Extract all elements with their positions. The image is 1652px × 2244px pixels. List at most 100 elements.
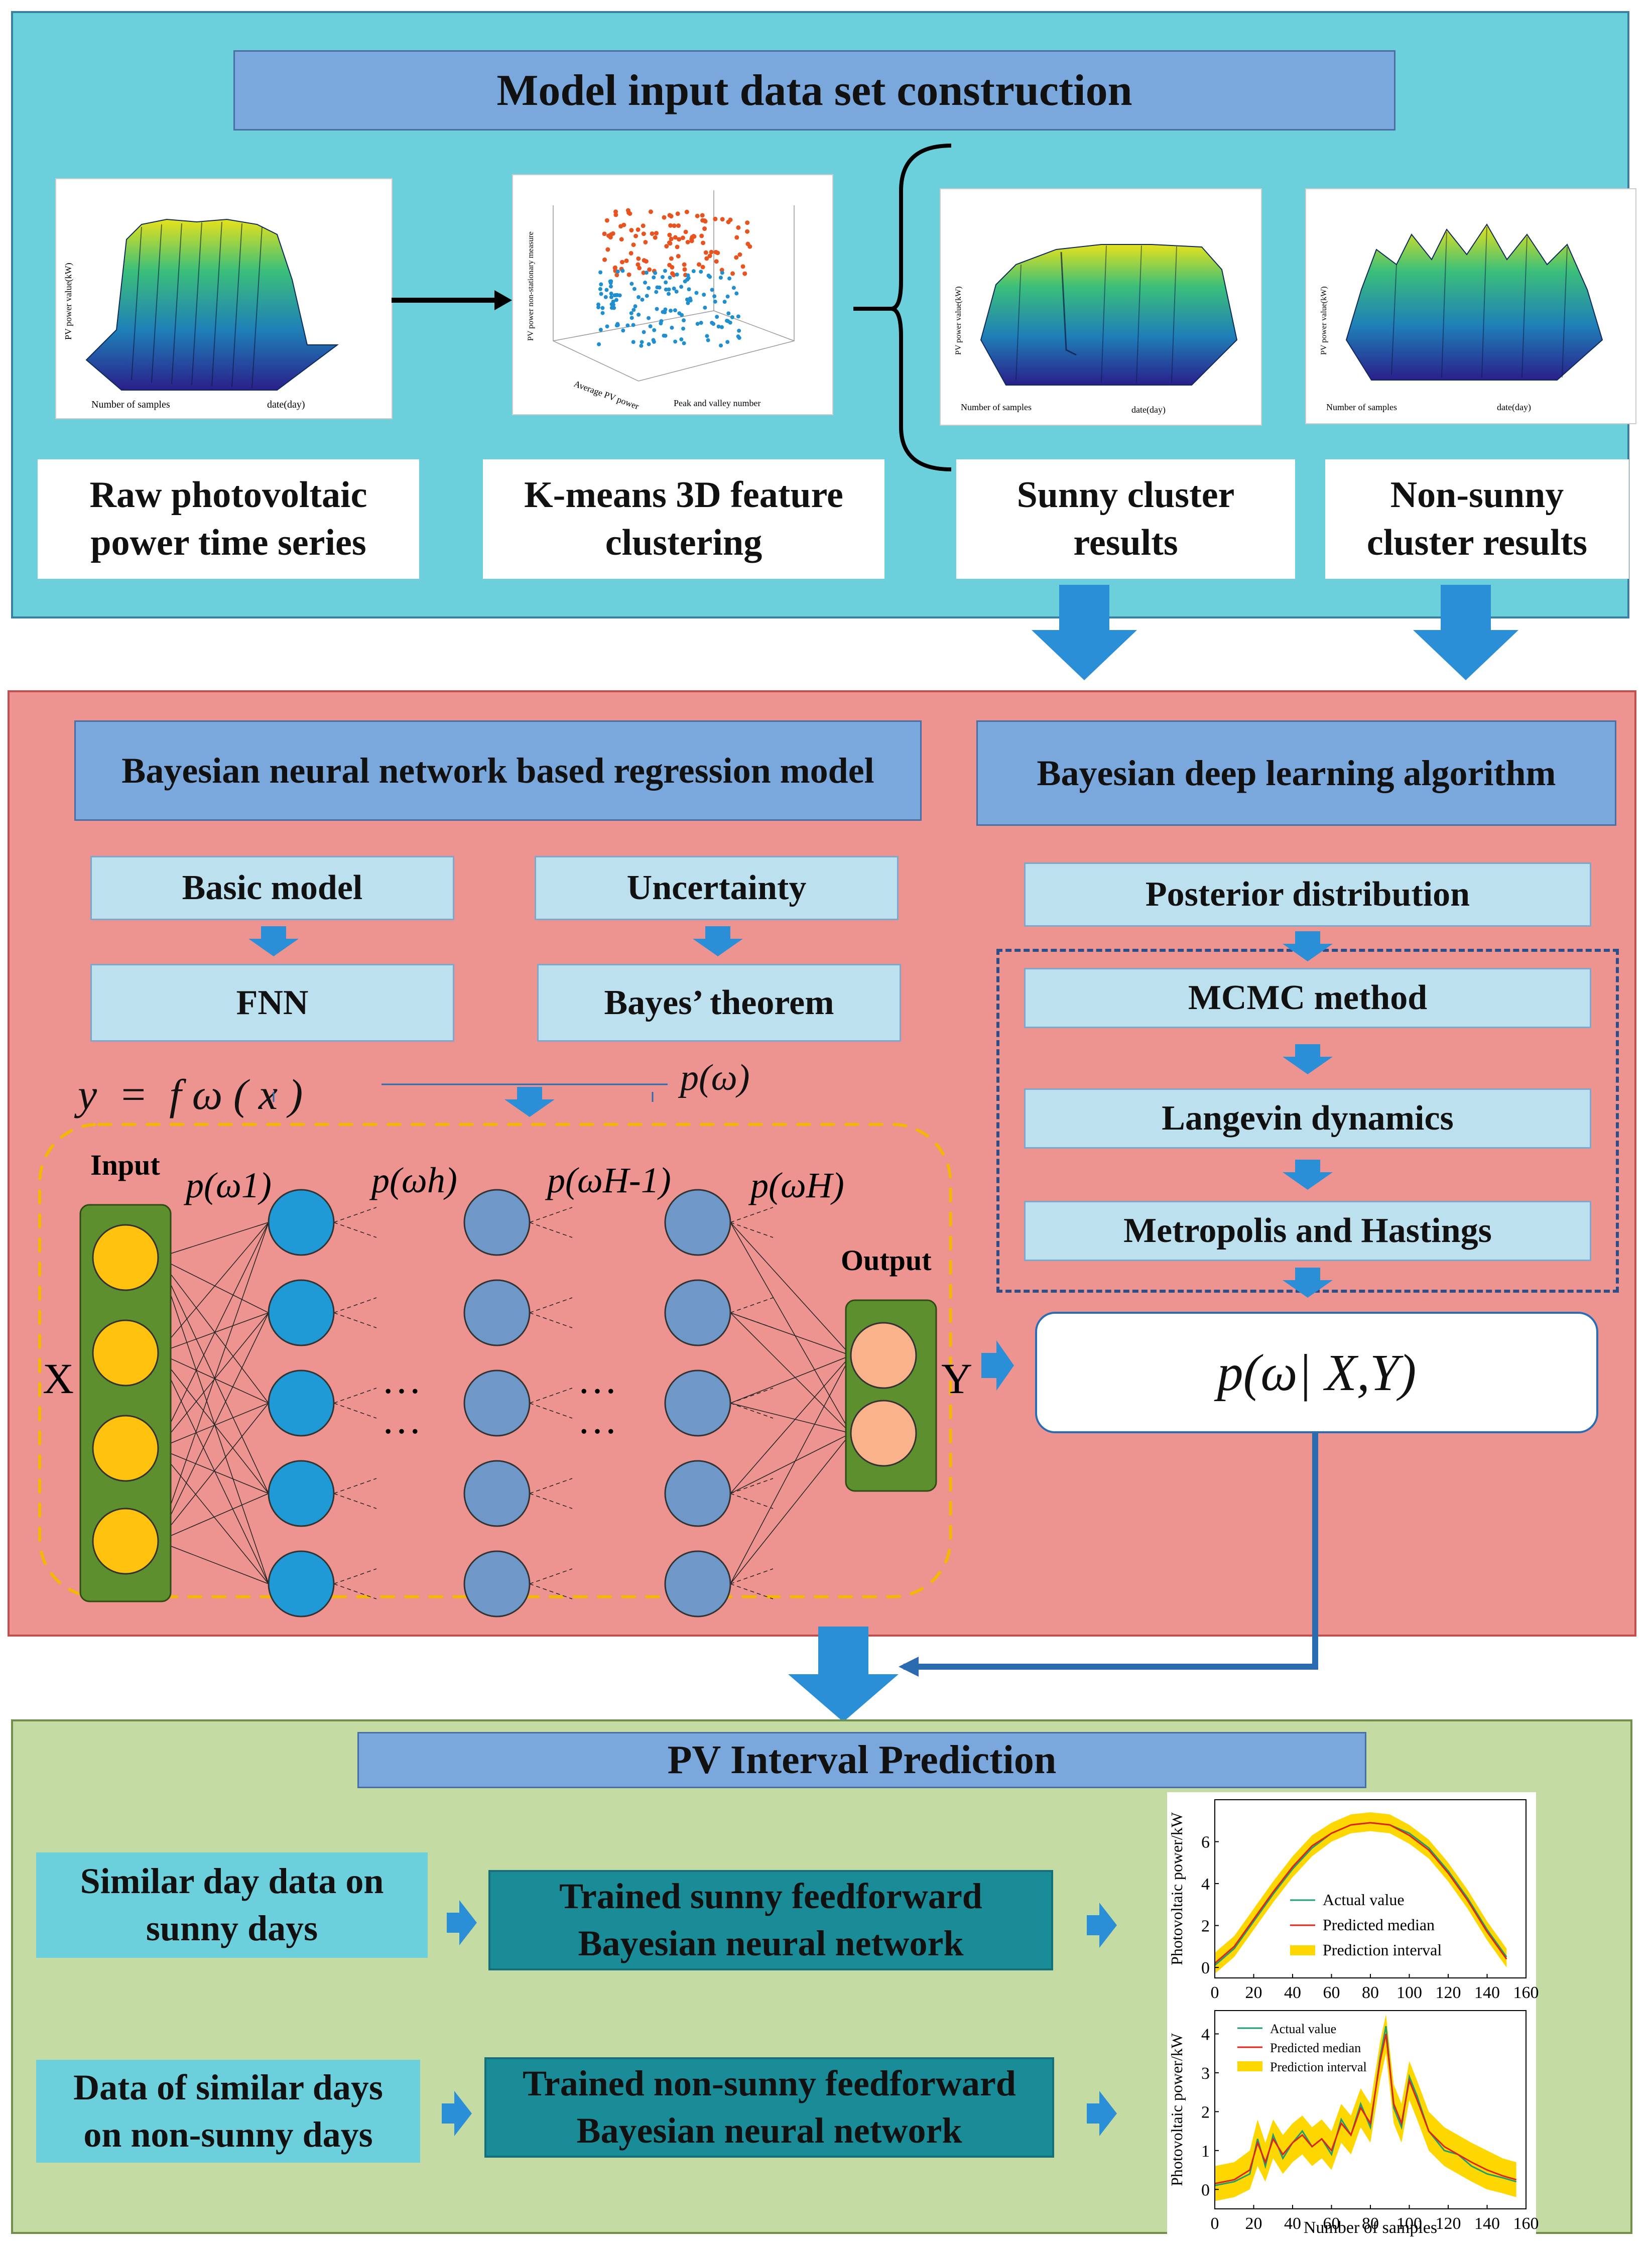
scatter-point-orange [650,231,655,236]
hidden-node-h [463,1460,531,1527]
scatter-point-blue [655,307,659,311]
bnn-title: Bayesian neural network based regression… [74,720,922,821]
hidden-node-H [664,1550,731,1617]
network-edges [158,1207,851,1599]
scatter-point-blue [605,324,609,329]
interval-prediction-title: PV Interval Prediction [357,1732,1366,1788]
edge [158,1448,269,1494]
hidden-node-h [463,1279,531,1346]
edge [730,1433,851,1494]
x-tick-label: 0 [1211,2214,1219,2233]
scatter-point-orange [734,255,739,260]
scatter-point-blue [604,288,609,292]
scatter-point-orange [720,217,725,222]
scatter-point-blue [688,298,693,303]
scatter-point-blue [708,275,712,279]
scatter-point-blue [673,339,678,344]
hidden-node-h [463,1550,531,1617]
edge [158,1493,269,1542]
sunny-model-box: Trained sunny feedforward Bayesian neura… [488,1870,1053,1970]
scatter-point-orange [675,244,680,250]
edge [730,1222,851,1356]
scatter-point-blue [706,338,710,342]
scatter-point-blue [725,340,730,344]
scatter-point-blue [667,287,671,292]
scatter-point-orange [606,233,611,238]
basic-to-fnn-arrow [248,926,299,956]
scatter-point-orange [702,226,707,231]
raw-xlabel: Number of samples [91,399,170,410]
scatter-point-orange [707,254,712,259]
edge-dashed [730,1312,774,1328]
weight-label-h: p(ωh) [369,1160,457,1200]
x-tick-label: 0 [1211,1983,1219,2002]
scatter-point-blue [705,334,709,338]
legend-label: Actual value [1270,2022,1336,2036]
scatter-point-orange [641,231,646,236]
hidden-node-1 [268,1369,335,1437]
metropolis-hastings-box: Metropolis and Hastings [1024,1201,1591,1261]
scatter-point-orange [745,241,750,246]
scatter-point-orange [648,209,653,214]
scatter-point-blue [631,340,636,344]
scatter-point-blue [710,320,714,325]
bdl-title: Bayesian deep learning algorithm [976,720,1616,826]
x-tick-label: 120 [1436,2214,1461,2233]
scatter-point-blue [631,323,636,327]
scatter-point-orange [699,233,704,238]
nonsunny-down-arrow [1413,585,1518,680]
kmeans-scatter-plot: Average PV power Peak and valley number … [512,174,833,415]
scatter-point-orange [673,235,678,240]
y-tick-label: 4 [1201,1875,1210,1894]
edge-dashed [730,1403,774,1419]
y-tick-label: 2 [1201,1917,1210,1936]
edge-dashed [730,1222,774,1238]
edge [158,1403,269,1449]
scatter-point-blue [632,287,637,291]
edge [158,1352,269,1404]
scatter-point-orange [714,259,719,264]
scatter-point-orange [620,260,625,265]
edge [730,1355,851,1584]
edge-dashed [333,1297,377,1313]
network-dashed-border [38,1123,952,1598]
model-connectors [248,926,1333,1722]
scatter-point-orange [701,240,706,245]
scatter-point-blue [731,286,736,290]
scatter-point-orange [613,212,618,217]
raw-pv-surface-svg: Number of samples date(day) PV power val… [63,218,339,410]
x-tick-label: 120 [1436,1983,1461,2002]
edge [158,1257,269,1404]
y-tick-label: 0 [1201,1959,1210,1977]
scatter-point-blue [651,338,656,342]
edge-dashed [333,1312,377,1328]
scatter-point-orange [675,211,680,216]
scatter-point-orange [697,262,702,267]
hidden-node-1 [268,1460,335,1527]
scatter-point-orange [713,216,718,221]
scatter-point-blue [673,308,677,313]
output-node [850,1400,917,1467]
scatter-point-blue [608,279,612,284]
scatter-point-orange [680,235,685,240]
scatter-point-blue [647,286,651,290]
scatter-point-orange [625,208,630,213]
scatter-point-blue [669,308,673,313]
edge-dashed [529,1478,573,1494]
posterior-distribution-box: Posterior distribution [1024,862,1591,927]
x-tick-label: 80 [1362,1983,1379,2002]
x-tick-label: 140 [1474,1983,1500,2002]
x-tick-label: 20 [1245,2214,1262,2233]
scatter-point-blue [609,295,613,299]
uncertainty-box: Uncertainty [535,856,899,920]
scatter-point-blue [633,304,638,309]
non-sunny-surface-svg: Number of samples date(day) PV power val… [1320,223,1603,413]
sunny-model-arrow [1087,1903,1117,1948]
scatter-point-orange [737,252,742,257]
edge-dashed [529,1312,573,1328]
nonsunny-model-arrow [1087,2091,1117,2136]
edge-dashed [333,1222,377,1238]
scatter-point-blue [725,294,730,299]
scatter-point-blue [629,316,634,320]
